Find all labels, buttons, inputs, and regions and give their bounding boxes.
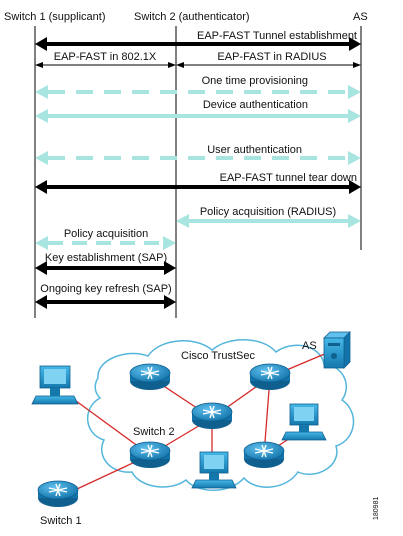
flow-eap-fast-8021x: EAP-FAST in 802.1X [35, 51, 176, 68]
arrowhead-right [348, 85, 361, 99]
flow-label: EAP-FAST in RADIUS [217, 51, 326, 63]
router-icon [191, 402, 233, 429]
arrowhead-right [348, 151, 361, 165]
flow-tunnel-tear-down: EAP-FAST tunnel tear down [35, 172, 361, 194]
router-icon [129, 363, 171, 390]
flow-label: Ongoing key refresh (SAP) [40, 283, 171, 295]
arrowhead-right [168, 62, 176, 68]
endpoint-as-label: AS [353, 11, 368, 23]
flow-label: Key establishment (SAP) [45, 252, 167, 264]
arrowhead-left [35, 180, 47, 194]
arrowhead-right [163, 236, 176, 250]
cloud-label: Cisco TrustSec [181, 350, 255, 362]
flow-label: User authentication [207, 144, 302, 156]
figure-id: 180981 [373, 497, 380, 520]
arrowhead-right [164, 261, 176, 275]
workstation-icon [31, 365, 79, 405]
flow-one-time-provisioning: One time provisioning [35, 75, 361, 99]
workstation-icon [281, 403, 327, 441]
arrowhead-right [349, 37, 361, 51]
switch1-label: Switch 1 [40, 515, 82, 527]
arrowhead-left [35, 37, 47, 51]
as-label: AS [302, 340, 317, 352]
arrowhead-right [348, 214, 361, 228]
arrowhead-right [349, 180, 361, 194]
arrowhead-left [35, 151, 48, 165]
flow-label: EAP-FAST tunnel tear down [220, 172, 357, 184]
arrowhead-left [35, 109, 48, 123]
arrowhead-left [35, 85, 48, 99]
switch2-label: Switch 2 [133, 426, 175, 438]
flow-eap-fast-radius: EAP-FAST in RADIUS [176, 51, 361, 68]
flow-key-establishment: Key establishment (SAP) [35, 252, 176, 275]
router-icon [243, 441, 285, 468]
flow-device-authentication: Device authentication [35, 99, 361, 123]
flow-label: Device authentication [203, 99, 308, 111]
flow-tunnel-establishment: EAP-FAST Tunnel establishment [35, 30, 361, 51]
switch1-router-icon [37, 480, 79, 507]
flow-label: Policy acquisition [64, 228, 148, 240]
arrowhead-left [35, 261, 47, 275]
arrowhead-left [35, 62, 43, 68]
network-topology: Cisco TrustSec [31, 331, 380, 527]
sequence-diagram: Switch 1 (supplicant) Switch 2 (authenti… [4, 11, 368, 318]
arrowhead-left [35, 236, 48, 250]
flow-label: One time provisioning [202, 75, 308, 87]
workstation-icon [191, 451, 237, 489]
flow-policy-acquisition: Policy acquisition [35, 228, 176, 250]
endpoint-switch1-label: Switch 1 (supplicant) [4, 11, 106, 23]
flow-label: EAP-FAST Tunnel establishment [197, 30, 357, 42]
arrowhead-right [353, 62, 361, 68]
arrowhead-right [348, 109, 361, 123]
endpoint-switch2-label: Switch 2 (authenticator) [134, 11, 250, 23]
flow-label: EAP-FAST in 802.1X [54, 51, 157, 63]
flow-label: Policy acquisition (RADIUS) [200, 206, 336, 218]
router-icon [249, 363, 291, 390]
flow-policy-acquisition-radius: Policy acquisition (RADIUS) [176, 206, 361, 228]
arrowhead-left [176, 62, 184, 68]
switch2-router-icon [129, 441, 171, 468]
arrowhead-left [35, 295, 47, 309]
flow-ongoing-key-refresh: Ongoing key refresh (SAP) [35, 283, 176, 309]
arrowhead-right [164, 295, 176, 309]
arrowhead-left [176, 214, 189, 228]
flow-user-authentication: User authentication [35, 144, 361, 165]
as-server-icon [323, 331, 351, 369]
